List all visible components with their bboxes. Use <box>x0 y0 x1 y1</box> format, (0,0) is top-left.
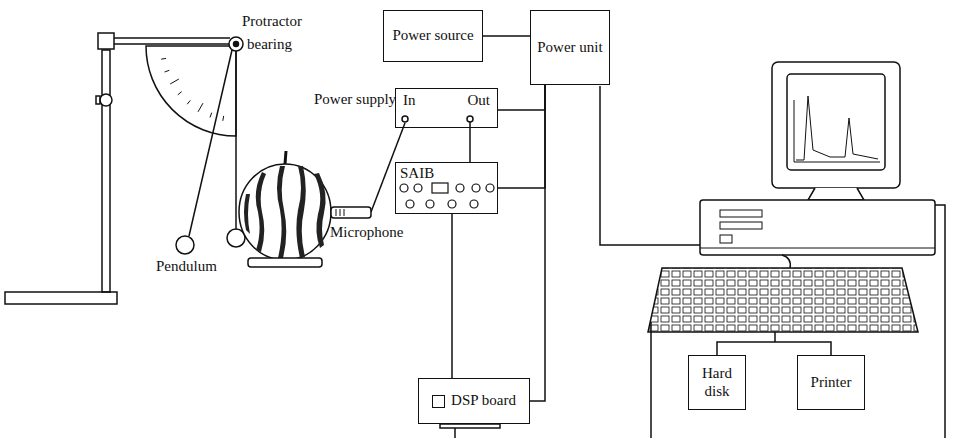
wire <box>469 128 471 162</box>
power-supply-box: Power supplyInOut <box>395 88 498 128</box>
stand-base <box>5 292 117 304</box>
cable <box>935 205 945 438</box>
power-source-box: Power source <box>383 10 483 62</box>
screen-spectrum <box>796 96 878 160</box>
node-label: Power unit <box>537 39 602 56</box>
saib-knobs <box>400 183 494 208</box>
pendulum-ball <box>176 236 194 254</box>
monitor-screen <box>787 74 885 170</box>
node-label: Power source <box>392 27 473 44</box>
watermelon <box>239 164 331 260</box>
monitor-stand <box>808 188 864 200</box>
part-label: Pendulum <box>156 258 217 275</box>
pendulum-rod <box>235 51 237 229</box>
terminal-label: Out <box>468 92 491 109</box>
system-unit <box>700 200 935 255</box>
cable <box>600 86 700 245</box>
arm <box>114 37 230 39</box>
watermelon-stripes <box>244 166 326 258</box>
terminal-label: In <box>403 92 416 109</box>
watermelon-holder <box>248 258 322 267</box>
node-label: SAIB <box>400 165 434 182</box>
wire <box>451 214 453 378</box>
node-label: DSP board <box>451 392 516 409</box>
wire <box>483 35 530 37</box>
post-knob <box>96 96 100 104</box>
cable <box>650 322 652 438</box>
chip-icon <box>432 395 445 408</box>
node-label: Printer <box>811 374 852 391</box>
post-knob <box>100 94 112 106</box>
node-label: Hard disk <box>694 365 740 400</box>
microphone-cable <box>371 123 405 212</box>
keyboard <box>648 268 918 332</box>
hard-disk-box: Hard disk <box>688 355 746 410</box>
stand-clamp <box>98 33 114 49</box>
watermelon-stem <box>285 151 286 164</box>
cable <box>454 428 456 438</box>
wire <box>530 85 545 401</box>
board-row: DSP board <box>432 392 516 409</box>
cable <box>774 332 776 342</box>
power-unit-box: Power unit <box>530 10 610 85</box>
terminal <box>402 116 408 122</box>
microphone-body <box>331 207 371 218</box>
stand-post <box>102 50 110 292</box>
terminal <box>467 116 473 122</box>
protractor-ticks <box>161 58 224 121</box>
pendulum-rod <box>189 50 232 236</box>
dsp-board: DSP board <box>418 378 530 424</box>
part-label: Protractor <box>242 13 302 30</box>
node-label: Power supply <box>314 91 396 108</box>
saib-unit: SAIB <box>395 162 498 214</box>
keyboard-cable <box>782 255 790 268</box>
wire <box>498 85 545 110</box>
wire <box>498 85 545 188</box>
part-label: bearing <box>247 36 292 53</box>
printer-box: Printer <box>797 355 865 410</box>
bearing <box>229 37 243 51</box>
card-edge <box>440 424 500 428</box>
wire <box>717 342 831 355</box>
arm <box>114 43 230 45</box>
monitor <box>772 62 900 188</box>
bearing <box>234 42 239 47</box>
part-label: Microphone <box>330 224 403 241</box>
